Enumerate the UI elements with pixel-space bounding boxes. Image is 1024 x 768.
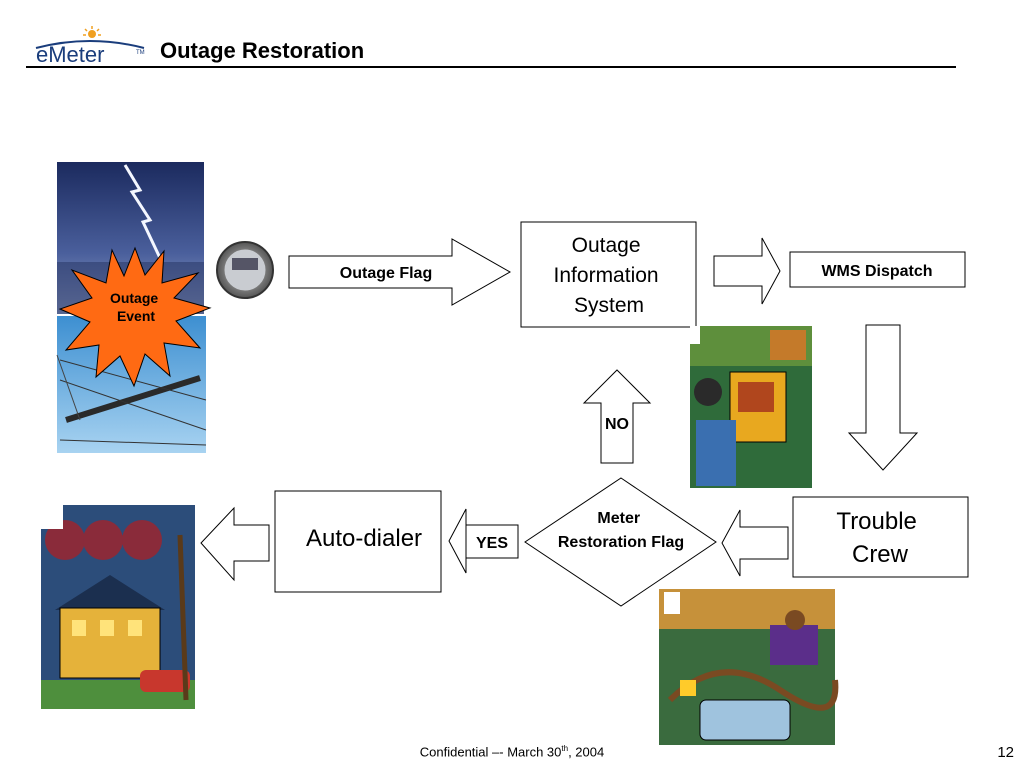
title-divider <box>26 66 956 68</box>
decision-label: Meter Restoration Flag <box>558 510 684 551</box>
auto-dialer-label: Auto-dialer <box>306 525 422 552</box>
sun-icon <box>83 26 101 38</box>
to-trouble-crew-arrow <box>847 324 919 471</box>
outage-event-starburst <box>58 246 212 388</box>
meter-photo <box>215 240 275 300</box>
trouble-crew-box <box>792 496 969 578</box>
no-arrow <box>582 369 652 464</box>
utility-worker-illustration <box>690 326 812 488</box>
to-wms-arrow <box>713 237 781 305</box>
ois-label: Outage Information System <box>554 234 665 317</box>
no-label: NO <box>605 416 629 433</box>
outage-flag-label: Outage Flag <box>340 265 432 282</box>
meter-restoration-decision <box>524 477 717 607</box>
ois-box <box>520 221 697 328</box>
footer-date-prefix: Confidential –- March 30 <box>419 744 562 760</box>
footer-date-sup: th <box>561 744 569 753</box>
yes-arrowhead <box>448 508 467 574</box>
page-number: 12 <box>997 744 1014 761</box>
outage-flag-arrow <box>288 238 512 306</box>
lightning-icon <box>123 164 162 259</box>
slide-title: Outage Restoration <box>160 38 365 63</box>
footer-confidential: Confidential –- March 30th, 2004 <box>0 744 1024 759</box>
house-illustration <box>41 505 195 709</box>
wms-dispatch-box <box>789 251 966 288</box>
auto-dialer-box <box>274 490 442 593</box>
outage-event-label: Outage Event <box>110 290 162 324</box>
emeter-logo: eMeter TM <box>30 24 150 68</box>
yes-label: YES <box>476 535 508 552</box>
yes-box <box>465 524 519 559</box>
wms-dispatch-label: WMS Dispatch <box>821 263 932 280</box>
logo-tm: TM <box>136 50 145 56</box>
to-house-arrow <box>200 506 270 582</box>
trouble-crew-label: Trouble Crew <box>836 508 923 568</box>
trouble-crew-illustration <box>659 589 839 745</box>
to-decision-arrow <box>721 509 789 577</box>
footer-date-suffix: , 2004 <box>568 744 605 760</box>
logo-text: eMeter <box>36 42 104 67</box>
